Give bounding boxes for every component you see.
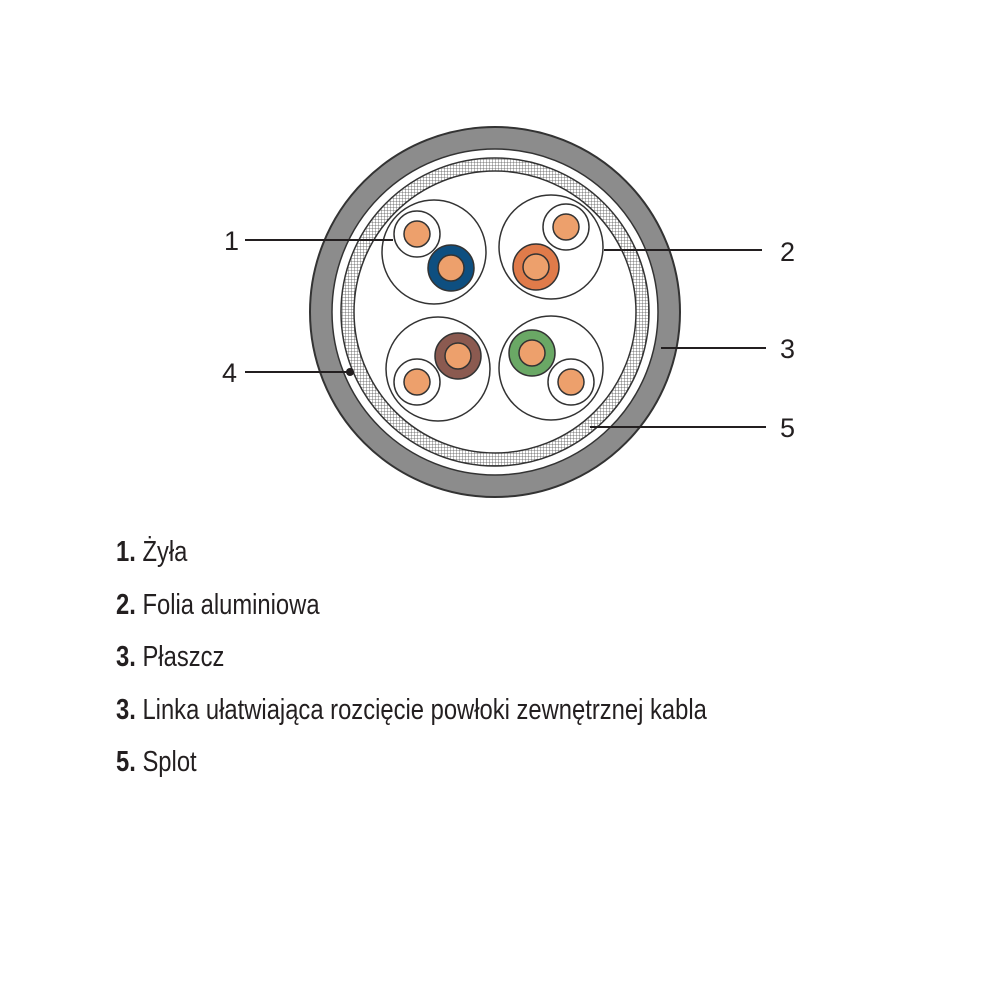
legend-text: Linka ułatwiająca rozcięcie powłoki zewn… [142, 693, 707, 726]
wire-core [552, 213, 580, 241]
wire-core [557, 368, 585, 396]
legend-number: 1. [116, 536, 136, 568]
legend-item: 1. Żyła [116, 536, 707, 589]
legend-text: Płaszcz [142, 641, 225, 673]
callout-1: 1 [224, 226, 239, 256]
callout-2: 2 [780, 237, 795, 267]
pair-bottom-right [498, 315, 604, 421]
legend-item: 5. Splot [116, 746, 707, 799]
callout-4: 4 [222, 358, 237, 388]
wire-core [403, 220, 431, 248]
wire-core [522, 253, 550, 281]
pair-bottom-left [385, 316, 491, 422]
cable-cross-section: 1 2 3 4 5 [222, 126, 795, 498]
legend-item: 3. Płaszcz [116, 641, 707, 694]
legend-item: 3. Linka ułatwiająca rozcięcie powłoki z… [116, 694, 707, 747]
legend-number: 3. [116, 641, 136, 673]
pair-top-left [381, 199, 487, 305]
leader-lines [245, 239, 766, 428]
legend-number: 3. [116, 693, 136, 726]
legend-item: 2. Folia aluminiowa [116, 589, 707, 642]
aluminium-foil [353, 170, 637, 454]
legend-text: Żyła [142, 536, 188, 568]
legend-list: 1. Żyła 2. Folia aluminiowa 3. Płaszcz 3… [116, 536, 837, 799]
legend-text: Splot [142, 746, 197, 778]
wire-core [437, 254, 465, 282]
wire-core [403, 368, 431, 396]
ripcord-dot [346, 368, 354, 376]
legend-text: Folia aluminiowa [142, 588, 320, 621]
callout-3: 3 [780, 334, 795, 364]
legend-number: 5. [116, 746, 136, 778]
wire-core [444, 342, 472, 370]
callout-5: 5 [780, 413, 795, 443]
pair-top-right [498, 194, 604, 300]
legend-number: 2. [116, 588, 136, 621]
wire-core [518, 339, 546, 367]
